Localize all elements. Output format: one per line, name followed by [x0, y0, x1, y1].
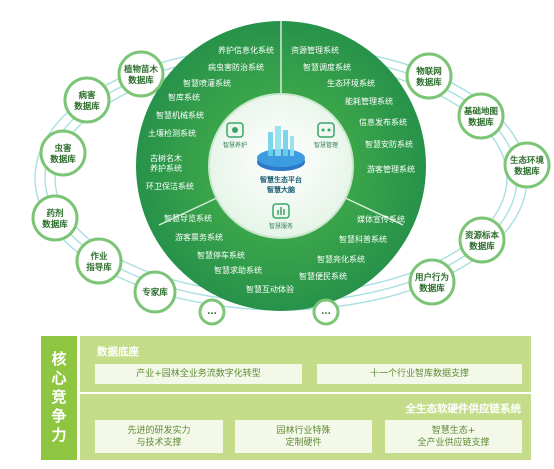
- svg-text:基础地图: 基础地图: [463, 106, 498, 117]
- system-label: 智库系统: [168, 92, 200, 102]
- db-node-more-right[interactable]: ...: [312, 298, 340, 326]
- svg-text:数据库: 数据库: [128, 75, 154, 86]
- svg-text:生态环境: 生态环境: [510, 155, 545, 166]
- svg-text:数据库: 数据库: [42, 219, 68, 230]
- systems-bottom-left: 智慧导览系统 游客票务系统 智慧停车系统 智慧求助系统 智慧互动体验: [164, 213, 294, 294]
- system-label: 信息发布系统: [359, 117, 407, 127]
- core-competitiveness-label: 核心竞争力: [41, 336, 77, 460]
- database-nodes: 植物苗木 数据库 病害 数据库 虫害 数据库 药剂 数据库 作业 指导库 专家库: [31, 50, 551, 326]
- svg-text:专家库: 专家库: [142, 287, 168, 298]
- systems-top-right: 资源管理系统 智慧调度系统 生态环境系统 能耗管理系统 信息发布系统 智慧安防系…: [291, 45, 415, 174]
- system-label: 智慧便民系统: [299, 271, 347, 281]
- system-label: 智慧导览系统: [164, 213, 212, 223]
- chip-line: 定制硬件: [285, 437, 322, 448]
- supply-item-full-chain: 智慧生态+全产业供应链支撑: [385, 420, 522, 453]
- system-label: 环卫保洁系统: [146, 181, 194, 191]
- supply-item-custom-hardware: 园林行业特殊定制硬件: [235, 420, 372, 453]
- system-label: 土壤检测系统: [148, 128, 196, 138]
- platform-illustration: [257, 126, 305, 171]
- service-icon: [272, 203, 290, 219]
- db-node-pesticide[interactable]: 药剂 数据库: [31, 194, 79, 242]
- svg-text:...: ...: [207, 307, 217, 317]
- system-label: 养护信息化系统: [218, 45, 274, 55]
- center-label-care: 智慧养护: [223, 141, 247, 149]
- db-node-disease[interactable]: 病害 数据库: [63, 76, 111, 124]
- chip-line: 园林行业特殊: [276, 425, 331, 436]
- system-label: 病虫害防治系统: [208, 62, 264, 72]
- system-label: 养护系统: [150, 163, 182, 173]
- chip-line: 与技术支撑: [136, 437, 182, 448]
- system-label: 生态环境系统: [327, 78, 375, 88]
- system-label: 智慧求助系统: [214, 265, 262, 275]
- supply-item-rd: 先进的研发实力与技术支撑: [95, 420, 223, 453]
- chip-line: 先进的研发实力: [127, 425, 191, 436]
- svg-text:作业: 作业: [90, 251, 108, 262]
- chip-text: 产业+园林全业务流数字化转型: [136, 369, 261, 379]
- chip-text: 十一个行业智库数据支撑: [369, 369, 469, 379]
- svg-text:药剂: 药剂: [46, 208, 63, 219]
- svg-text:数据库: 数据库: [469, 241, 495, 252]
- db-node-operation-guide[interactable]: 作业 指导库: [75, 237, 123, 285]
- system-label: 智慧亮化系统: [317, 254, 365, 264]
- system-label: 智慧安防系统: [365, 139, 413, 149]
- systems-top-left: 养护信息化系统 病虫害防治系统 智慧喷灌系统 智库系统 智慧机械系统 土壤检测系…: [146, 45, 274, 191]
- db-node-user-behavior[interactable]: 用户行为 数据库: [408, 258, 456, 306]
- chip-line: 智慧生态+: [431, 425, 476, 436]
- svg-text:数据库: 数据库: [50, 154, 76, 165]
- supply-chain-title: 全生态软硬件供应链系统: [405, 403, 522, 415]
- svg-text:资源标本: 资源标本: [465, 230, 500, 241]
- data-foundation-title: 数据底座: [97, 346, 139, 358]
- data-item-industry-think-tank: 十一个行业智库数据支撑: [317, 364, 522, 384]
- system-label: 资源管理系统: [291, 45, 339, 55]
- db-node-more-left[interactable]: ...: [198, 298, 226, 326]
- system-label: 古树名木: [150, 153, 182, 163]
- db-node-experts[interactable]: 专家库: [133, 270, 177, 314]
- data-foundation-panel: 数据底座 产业+园林全业务流数字化转型 十一个行业智库数据支撑: [80, 336, 531, 392]
- svg-text:病害: 病害: [78, 90, 96, 101]
- manage-icon: [317, 122, 335, 138]
- care-icon: [226, 122, 244, 138]
- svg-text:物联网: 物联网: [416, 66, 442, 77]
- system-label: 智慧互动体验: [246, 284, 294, 294]
- system-label: 媒体宣传系统: [357, 214, 405, 224]
- center-title: 智慧生态平台: [260, 175, 302, 184]
- system-label: 游客管理系统: [367, 164, 415, 174]
- db-node-specimens[interactable]: 资源标本 数据库: [458, 216, 506, 264]
- svg-text:用户行为: 用户行为: [414, 272, 449, 283]
- system-label: 智慧停车系统: [197, 250, 245, 260]
- svg-text:指导库: 指导库: [86, 262, 112, 273]
- system-label: 智慧机械系统: [156, 110, 204, 120]
- system-label: 能耗管理系统: [345, 96, 393, 106]
- svg-text:数据库: 数据库: [416, 77, 442, 88]
- center-subtitle: 智慧大脑: [267, 185, 295, 194]
- svg-text:植物苗木: 植物苗木: [123, 64, 159, 75]
- system-label: 智慧科普系统: [339, 234, 387, 244]
- svg-text:...: ...: [321, 307, 331, 317]
- db-node-iot[interactable]: 物联网 数据库: [405, 52, 453, 100]
- svg-text:数据库: 数据库: [419, 283, 445, 294]
- svg-text:数据库: 数据库: [468, 117, 494, 128]
- svg-text:数据库: 数据库: [74, 101, 100, 112]
- system-label: 游客票务系统: [175, 232, 223, 242]
- center-label-service: 智慧服务: [269, 222, 293, 230]
- systems-bottom-right: 媒体宣传系统 智慧科普系统 智慧亮化系统 智慧便民系统: [299, 214, 405, 281]
- system-label: 智慧调度系统: [303, 62, 351, 72]
- svg-text:虫害: 虫害: [54, 143, 72, 154]
- data-item-digital-transformation: 产业+园林全业务流数字化转型: [95, 364, 302, 384]
- db-node-basemap[interactable]: 基础地图 数据库: [457, 92, 505, 140]
- supply-chain-panel: 全生态软硬件供应链系统 先进的研发实力与技术支撑 园林行业特殊定制硬件 智慧生态…: [80, 394, 531, 460]
- chip-line: 全产业供应链支撑: [417, 437, 490, 448]
- db-node-eco-env[interactable]: 生态环境 数据库: [503, 141, 551, 189]
- db-node-plants[interactable]: 植物苗木 数据库: [117, 50, 165, 98]
- svg-text:数据库: 数据库: [514, 166, 540, 177]
- system-label: 智慧喷灌系统: [183, 78, 231, 88]
- db-node-pests[interactable]: 虫害 数据库: [39, 129, 87, 177]
- center-label-manage: 智慧管理: [314, 141, 338, 149]
- ring-dividers: [158, 21, 404, 226]
